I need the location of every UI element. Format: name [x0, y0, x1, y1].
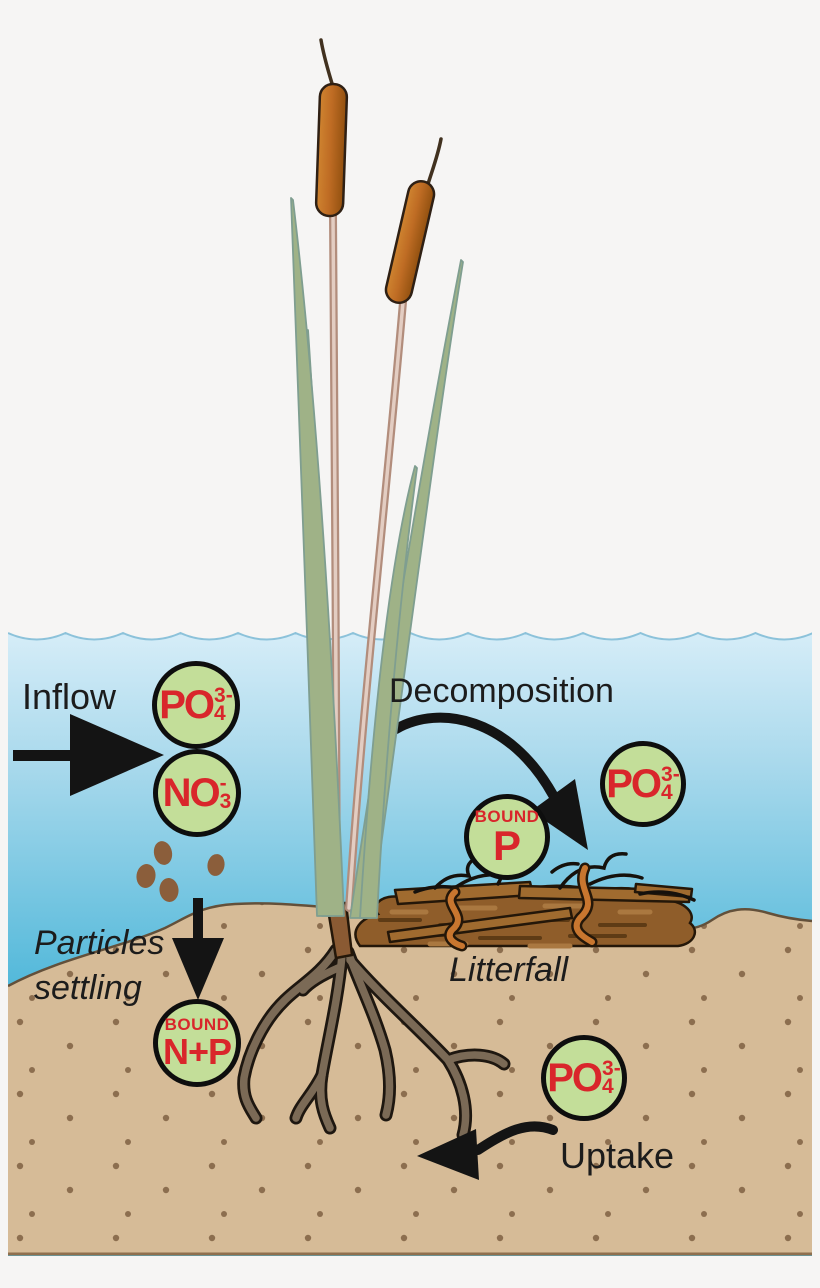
- phosphate-formula: PO 3- 4: [159, 683, 233, 727]
- particles-icon: [136, 841, 225, 902]
- uptake-label: Uptake: [560, 1135, 675, 1176]
- catkin-head: [384, 180, 436, 304]
- inflow-label: Inflow: [22, 676, 117, 717]
- phosphate-node-inflow: PO 3- 4: [152, 661, 240, 749]
- particles-settling-line2: settling: [34, 969, 142, 1007]
- litterfall-label: Litterfall: [449, 951, 569, 989]
- decomposition-arrow-icon: [391, 712, 588, 850]
- settling-arrow-icon: [172, 898, 224, 1000]
- particles-settling-label: Particles settling: [34, 921, 164, 1011]
- phosphate-formula: PO 3- 4: [547, 1056, 621, 1100]
- phosphate-formula: PO 3- 4: [606, 762, 680, 806]
- catkin-head: [314, 82, 349, 218]
- catkin-spike: [319, 38, 335, 89]
- uptake-arrow-icon: [417, 1121, 558, 1180]
- bound-phosphorus-node: BOUND P: [464, 794, 550, 880]
- decomposition-label: Decomposition: [389, 672, 614, 710]
- phosphate-node-uptake: PO 3- 4: [541, 1035, 627, 1121]
- particles-settling-line1: Particles: [34, 924, 165, 962]
- nitrate-formula: NO - 3: [162, 771, 232, 815]
- inflow-arrow-icon: [13, 714, 164, 796]
- sediment-dots-texture: [8, 903, 812, 1255]
- catkin-spike: [426, 137, 443, 186]
- sediment: [7, 902, 813, 1256]
- phosphate-node-decomposition: PO 3- 4: [600, 741, 686, 827]
- cattail-plant-icon: [290, 38, 464, 919]
- litter-pile-icon: [354, 838, 697, 952]
- bound-nitrogen-phosphorus-node: BOUND N+P: [153, 999, 241, 1087]
- nitrate-node: NO - 3: [153, 749, 241, 837]
